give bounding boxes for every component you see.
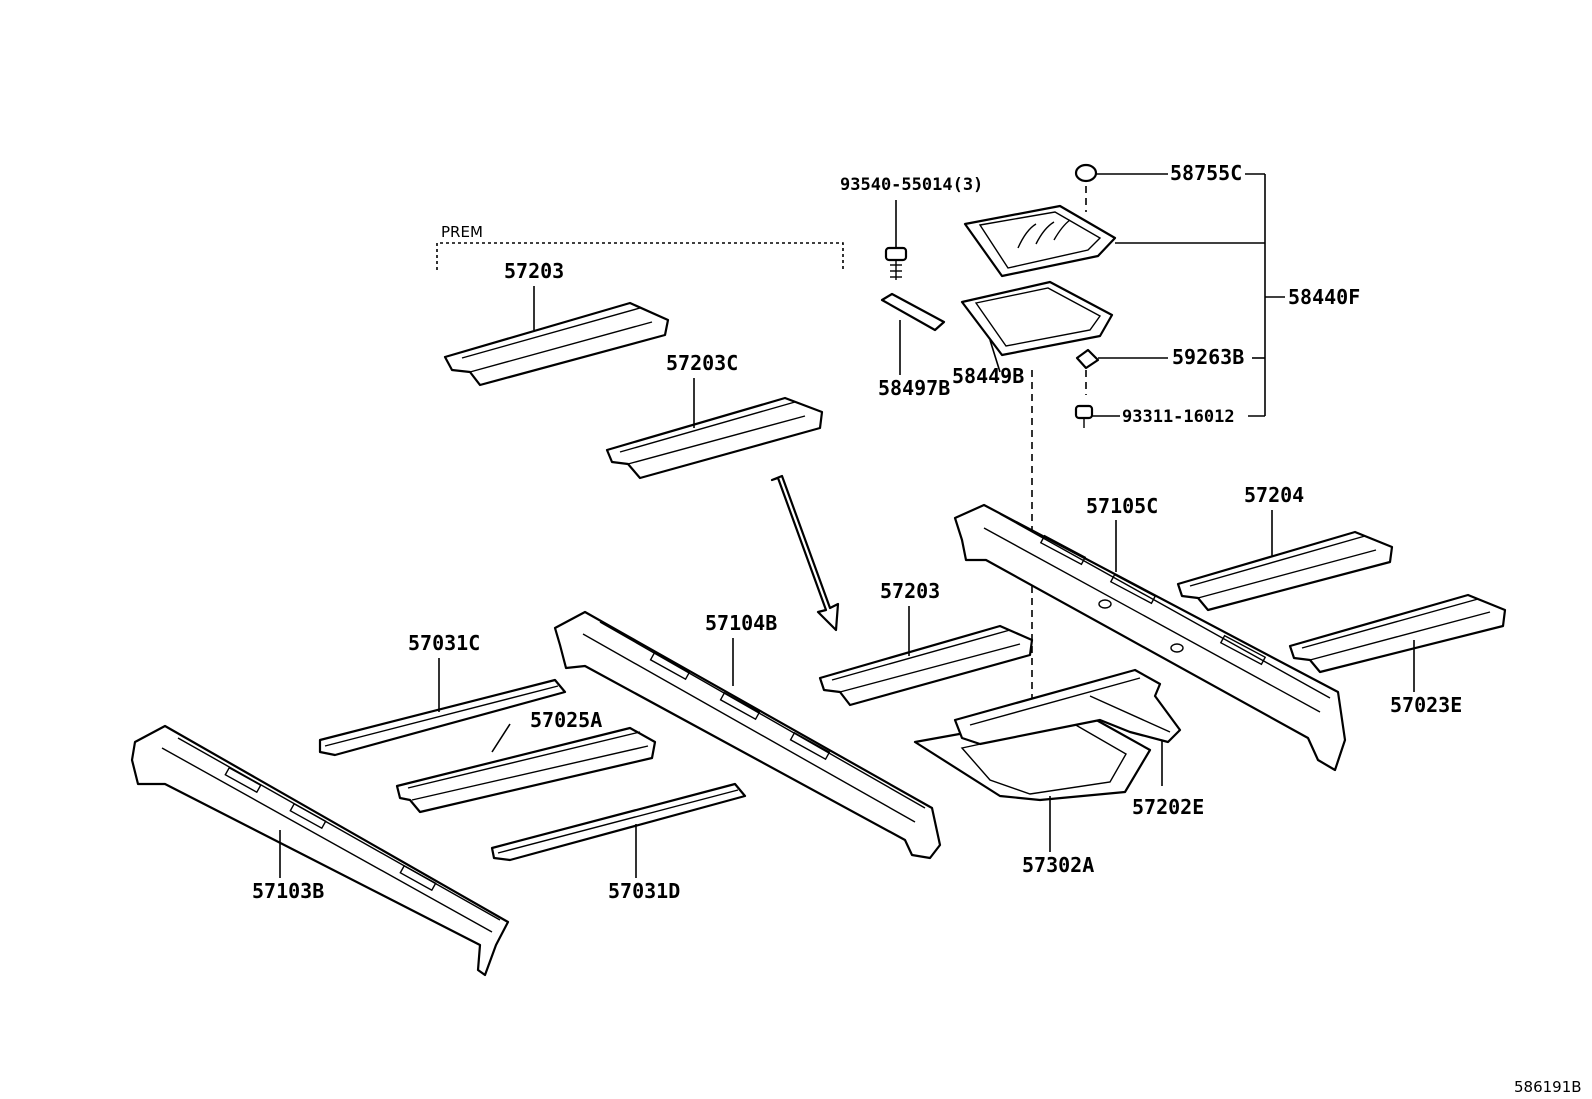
label-57203-top: 57203	[504, 259, 564, 283]
part-59263B[interactable]: 59263B	[1075, 345, 1244, 395]
part-57025A[interactable]: 57025A	[395, 708, 657, 814]
label-57302A: 57302A	[1022, 853, 1094, 877]
figure-code: 586191B	[1514, 1078, 1582, 1096]
label-59263B: 59263B	[1172, 345, 1244, 369]
bracket-58440F: 58440F	[1115, 173, 1360, 417]
direction-arrow	[770, 474, 840, 632]
part-57104B[interactable]: 57104B	[553, 610, 942, 860]
label-93540-55014: 93540-55014(3)	[840, 175, 983, 195]
part-57203C[interactable]: 57203C	[605, 351, 824, 480]
prem-label: PREM	[441, 223, 483, 241]
part-57031D[interactable]: 57031D	[490, 782, 747, 903]
part-57103B[interactable]: 57103B	[130, 724, 510, 977]
part-57203-mid[interactable]: 57203	[818, 579, 1034, 707]
part-57023E[interactable]: 57023E	[1288, 593, 1507, 717]
label-57025A: 57025A	[530, 708, 602, 732]
label-57105C: 57105C	[1086, 494, 1158, 518]
part-57202E[interactable]: 57202E	[953, 668, 1204, 819]
part-57302A[interactable]: 57302A	[913, 710, 1152, 877]
label-58497B: 58497B	[878, 376, 950, 400]
label-58449B: 58449B	[952, 364, 1024, 388]
part-58497B[interactable]: 58497B	[878, 292, 950, 400]
part-58449B[interactable]: 58449B	[952, 280, 1114, 388]
label-57202E: 57202E	[1132, 795, 1204, 819]
label-57204: 57204	[1244, 483, 1304, 507]
part-57105C[interactable]: 57105C	[953, 494, 1347, 772]
label-57031D: 57031D	[608, 879, 680, 903]
part-93540-55014[interactable]: 93540-55014(3)	[840, 175, 983, 280]
part-58755C[interactable]: 58755C	[1074, 161, 1242, 185]
prem-bracket: PREM	[436, 223, 844, 272]
label-58440F: 58440F	[1288, 285, 1360, 309]
part-57204[interactable]: 57204	[1176, 483, 1394, 612]
label-58755C: 58755C	[1170, 161, 1242, 185]
label-57203-mid: 57203	[880, 579, 940, 603]
part-58440F-cover[interactable]	[963, 186, 1117, 278]
label-57023E: 57023E	[1390, 693, 1462, 717]
label-93311-16012: 93311-16012	[1122, 407, 1235, 427]
label-57103B: 57103B	[252, 879, 324, 903]
part-93311-16012[interactable]: 93311-16012	[1074, 404, 1235, 428]
label-57203C: 57203C	[666, 351, 738, 375]
label-57031C: 57031C	[408, 631, 480, 655]
part-57203-top[interactable]: 57203	[443, 259, 670, 387]
label-57104B: 57104B	[705, 611, 777, 635]
part-57031C[interactable]: 57031C	[318, 631, 567, 757]
